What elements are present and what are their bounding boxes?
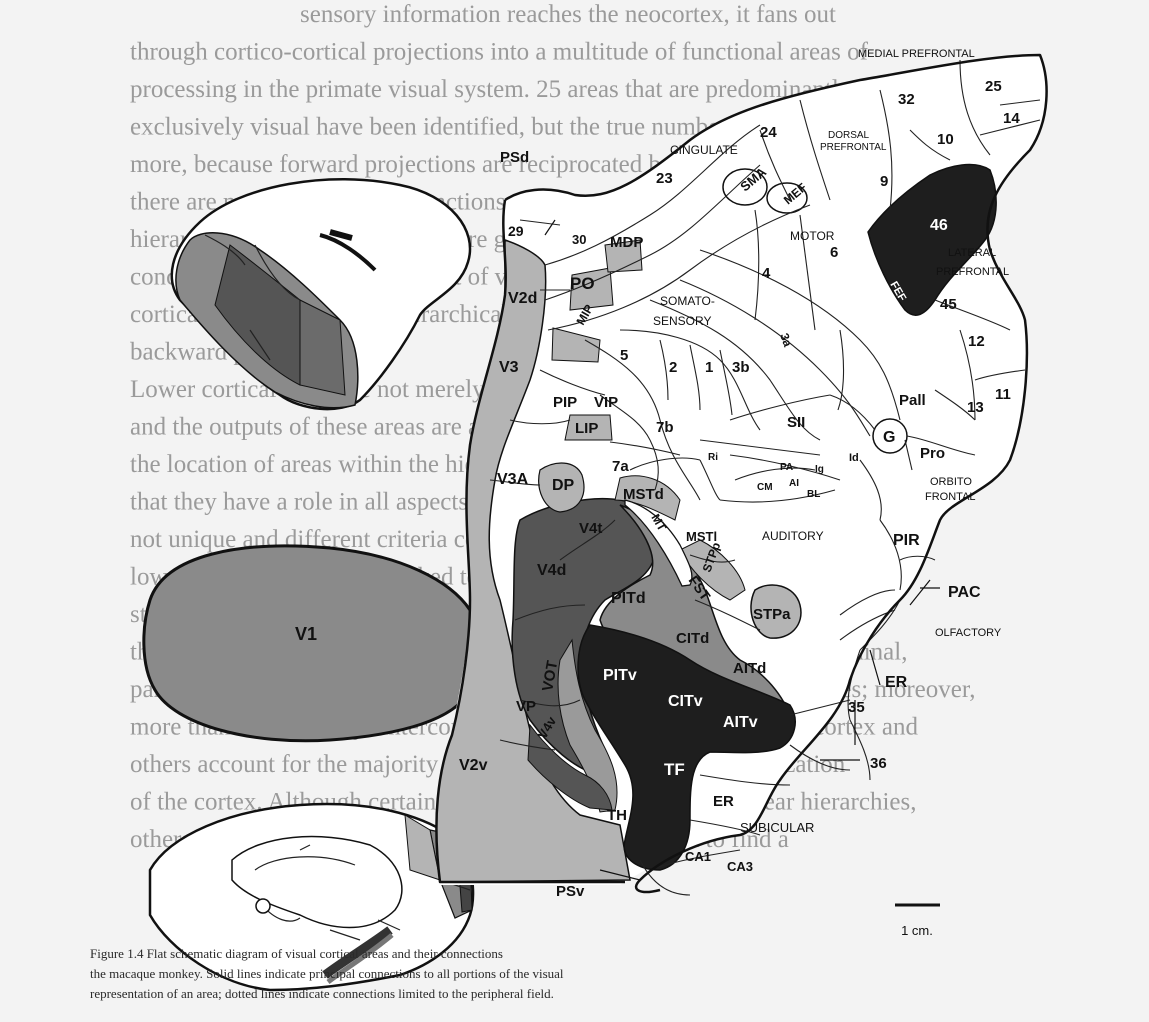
area-label-a3b: 3b xyxy=(732,359,750,376)
region-cingulate: CINGULATE xyxy=(670,143,738,157)
area-label-a14: 14 xyxy=(1003,110,1020,127)
area-label-a46: 46 xyxy=(930,217,948,234)
area-label-ca1: CA1 xyxy=(685,849,711,864)
area-label-a29: 29 xyxy=(508,223,524,239)
area-label-pa: PA xyxy=(780,462,793,473)
area-label-citd: CITd xyxy=(676,630,709,647)
area-label-cm: CM xyxy=(757,482,773,493)
area-label-pall: Pall xyxy=(899,392,926,409)
area-label-pro: Pro xyxy=(920,445,945,462)
area-label-v4d: V4d xyxy=(537,562,566,579)
area-label-pitv: PITv xyxy=(603,667,637,684)
area-label-a5: 5 xyxy=(620,347,628,364)
area-label-stpa: STPa xyxy=(753,606,791,623)
area-label-th: TH xyxy=(607,807,627,824)
area-label-ig: Ig xyxy=(815,464,824,475)
scale-bar-label: 1 cm. xyxy=(901,923,933,938)
region-somatosensory-1: SOMATO- xyxy=(660,294,715,308)
area-label-aitv: AITv xyxy=(723,714,758,731)
figure-caption: Figure 1.4 Flat schematic diagram of vis… xyxy=(90,946,564,1001)
area-label-a25: 25 xyxy=(985,78,1002,95)
area-label-a12: 12 xyxy=(968,333,985,350)
area-label-mstd: MSTd xyxy=(623,486,664,503)
area-label-a7b: 7b xyxy=(656,419,674,436)
area-label-mdp: MDP xyxy=(610,234,643,251)
area-label-ri: Ri xyxy=(708,452,718,463)
area-label-a32: 32 xyxy=(898,91,915,108)
region-orbitofrontal-2: FRONTAL xyxy=(925,491,976,503)
area-label-id: Id xyxy=(849,452,859,464)
area-label-pir: PIR xyxy=(893,532,920,549)
area-label-a45: 45 xyxy=(940,296,957,313)
area-label-lip: LIP xyxy=(575,420,598,437)
area-label-tf: TF xyxy=(664,760,685,779)
area-label-a35: 35 xyxy=(848,699,865,716)
region-medial-prefrontal: MEDIAL PREFRONTAL xyxy=(858,48,975,60)
area-label-dp: DP xyxy=(552,477,575,494)
area-label-vp: VP xyxy=(516,698,536,715)
region-lateral-prefrontal-2: PREFRONTAL xyxy=(936,266,1009,278)
region-orbitofrontal-1: ORBITO xyxy=(930,476,972,488)
area-label-pac: PAC xyxy=(948,584,981,601)
area-label-a10: 10 xyxy=(937,131,954,148)
area-label-ca3: CA3 xyxy=(727,859,753,874)
area-label-a30: 30 xyxy=(572,232,586,247)
area-label-a4: 4 xyxy=(762,265,771,282)
area-label-psv: PSv xyxy=(556,883,585,900)
caption-line-1: Figure 1.4 Flat schematic diagram of vis… xyxy=(90,946,503,961)
region-lateral-prefrontal-1: LATERAL xyxy=(948,247,996,259)
lateral-brain-inset xyxy=(172,179,470,409)
caption-line-2: the macaque monkey. Solid lines indicate… xyxy=(90,966,564,981)
area-label-v1: V1 xyxy=(295,624,317,644)
area-label-a13: 13 xyxy=(967,399,984,416)
area-label-a1: 1 xyxy=(705,359,713,376)
region-motor: MOTOR xyxy=(790,229,835,243)
area-label-a36: 36 xyxy=(870,755,887,772)
area-label-bl: BL xyxy=(807,489,820,500)
area-label-psd: PSd xyxy=(500,149,529,166)
area-label-pitd: PITd xyxy=(611,590,646,607)
area-label-a24: 24 xyxy=(760,124,777,141)
area-label-a6: 6 xyxy=(830,244,838,261)
area-label-ai: AI xyxy=(789,478,799,489)
region-dorsal-prefrontal-1: DORSAL xyxy=(828,130,870,141)
region-subicular: SUBICULAR xyxy=(740,820,814,835)
region-somatosensory-2: SENSORY xyxy=(653,314,711,328)
area-label-aitd: AITd xyxy=(733,660,766,677)
background-text-line: processing in the primate visual system.… xyxy=(130,76,879,103)
background-text-line: through cortico-cortical projections int… xyxy=(130,39,869,66)
area-label-a11: 11 xyxy=(995,386,1011,403)
area-label-a9: 9 xyxy=(880,173,888,190)
area-label-v3a: V3A xyxy=(497,471,529,488)
caption-line-3: representation of an area; dotted lines … xyxy=(90,986,554,1001)
background-text-line: sensory information reaches the neocorte… xyxy=(300,1,836,28)
region-auditory: AUDITORY xyxy=(762,529,824,543)
medial-brain-inset xyxy=(150,804,473,990)
area-label-po: PO xyxy=(570,274,595,293)
region-olfactory: OLFACTORY xyxy=(935,627,1002,639)
area-label-a23: 23 xyxy=(656,170,673,187)
area-label-v2v: V2v xyxy=(459,757,488,774)
area-label-vip: VIP xyxy=(594,394,618,411)
area-label-sii: SII xyxy=(787,414,805,431)
area-label-a7a: 7a xyxy=(612,458,629,475)
area-label-g: G xyxy=(883,429,895,446)
area-label-er_right: ER xyxy=(885,674,908,691)
area-label-pip: PIP xyxy=(553,394,577,411)
area-label-v4t: V4t xyxy=(579,520,602,537)
area-label-a2: 2 xyxy=(669,359,677,376)
area-label-v2d: V2d xyxy=(508,290,537,307)
area-label-citv: CITv xyxy=(668,693,703,710)
region-dorsal-prefrontal-2: PREFRONTAL xyxy=(820,142,887,153)
area-label-er_lower: ER xyxy=(713,793,734,810)
area-label-v3: V3 xyxy=(499,359,519,376)
